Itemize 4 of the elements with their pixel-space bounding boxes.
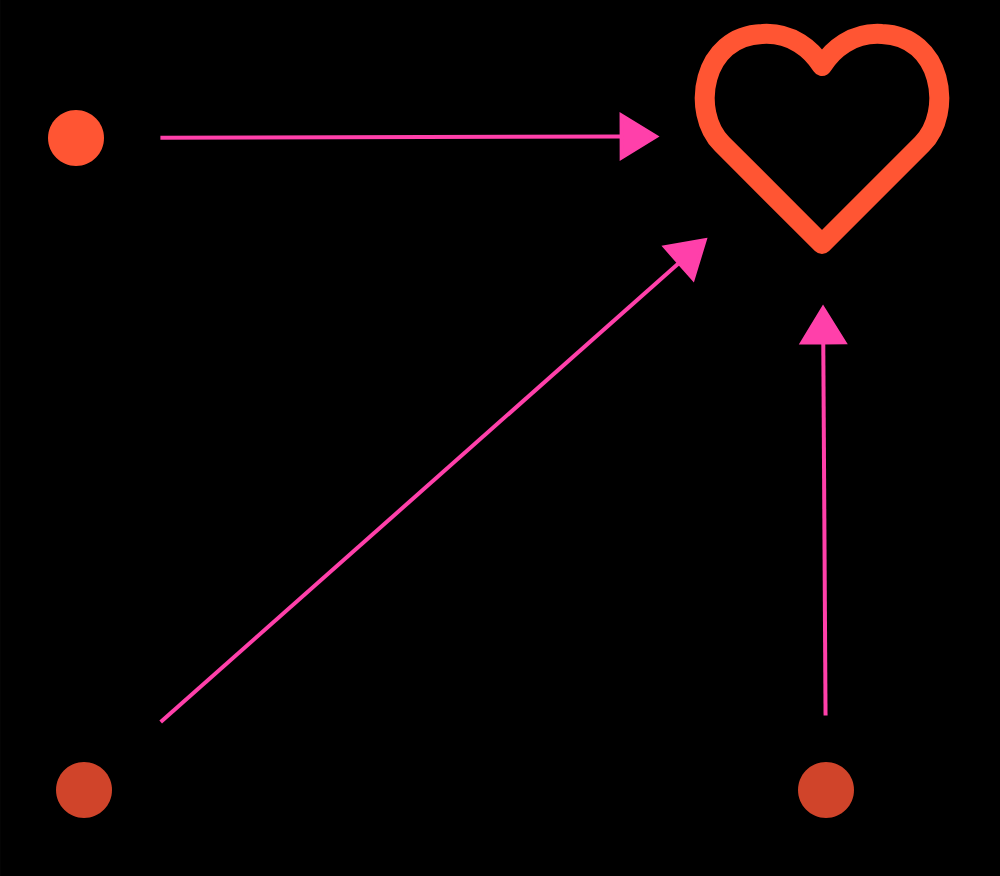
- dot-marker: [798, 762, 854, 818]
- heart-icon: [694, 23, 950, 254]
- dot-marker: [48, 110, 104, 166]
- dot-marker: [56, 762, 112, 818]
